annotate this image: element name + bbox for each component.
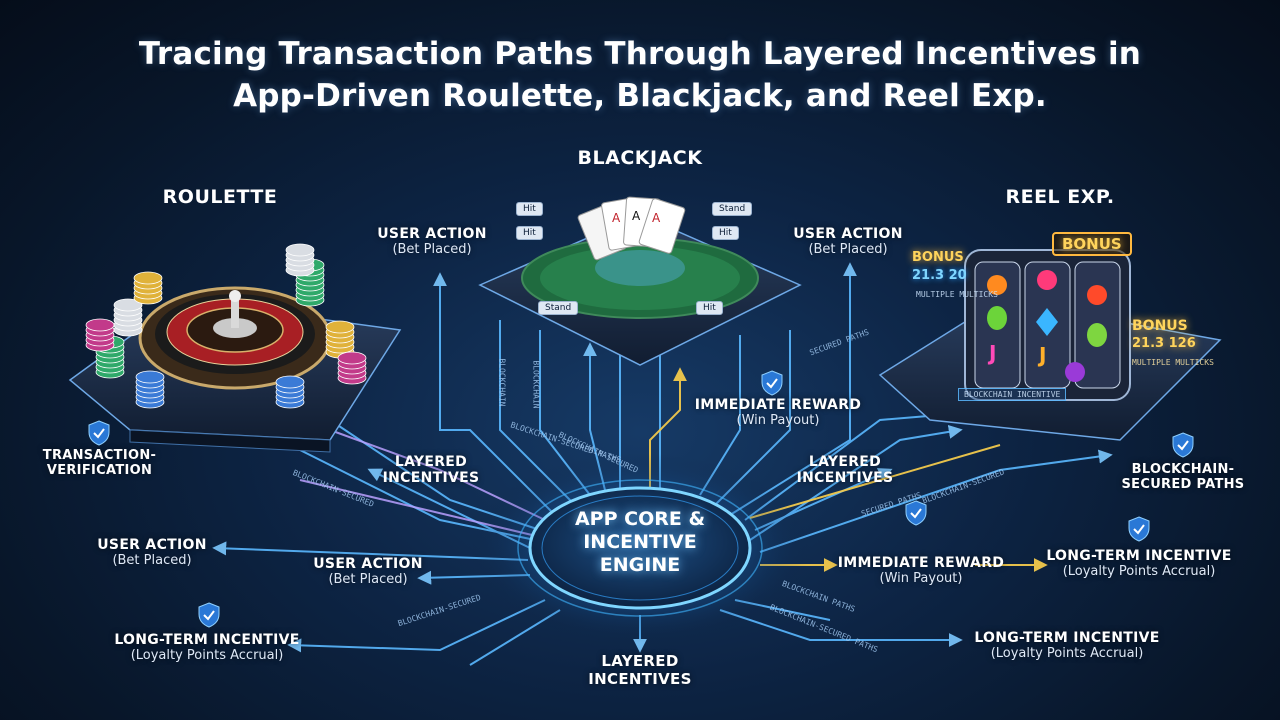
shield-check-icon <box>905 500 927 526</box>
roulette-chip-stacks <box>85 243 367 409</box>
shield-check-icon <box>1172 432 1194 458</box>
casino-chip <box>275 375 305 389</box>
reel-platform-label: BLOCKCHAIN INCENTIVE <box>958 388 1067 401</box>
shield-check-icon <box>1128 516 1150 542</box>
label-immediate-reward-right: IMMEDIATE REWARD (Win Payout) <box>837 555 1005 586</box>
core-line-1: APP CORE & <box>574 508 706 530</box>
path-caption-2: BLOCKCHAIN <box>497 358 507 407</box>
bonus-left-caption: MULTIPLE MULTICKS <box>916 290 998 299</box>
casino-chip <box>133 271 163 285</box>
shield-check-icon <box>198 602 220 628</box>
hit-button-2[interactable]: Hit <box>516 226 543 240</box>
core-ring-outer <box>517 479 763 617</box>
label-user-action-top-right: USER ACTION (Bet Placed) <box>793 226 903 257</box>
bonus-badge-left: BONUS <box>912 250 964 265</box>
casino-chip <box>325 320 355 334</box>
roulette-wheel <box>138 286 332 390</box>
shield-check-icon <box>88 420 110 446</box>
label-layered-incentives-left: LAYERED INCENTIVES <box>382 454 480 486</box>
hit-button-1[interactable]: Hit <box>516 202 543 216</box>
slot-reels: J J <box>964 249 1131 401</box>
bonus-left-value: 21.3 20 <box>912 268 967 283</box>
label-long-term-right: LONG-TERM INCENTIVE (Loyalty Points Accr… <box>1046 548 1232 579</box>
path-caption-3: BLOCKCHAIN <box>531 360 541 409</box>
svg-text:J: J <box>1037 343 1046 367</box>
casino-chip <box>337 351 367 365</box>
core-line-3: ENGINE <box>599 554 681 576</box>
title-line-2: App-Driven Roulette, Blackjack, and Reel… <box>233 78 1047 114</box>
svg-text:A: A <box>632 209 641 223</box>
casino-chip <box>113 298 143 312</box>
stand-button-1[interactable]: Stand <box>712 202 753 216</box>
casino-chip <box>85 318 115 332</box>
casino-chip <box>285 243 315 257</box>
core-line-2: INCENTIVE <box>583 531 697 553</box>
label-blockchain-secured: BLOCKCHAIN- SECURED PATHS <box>1121 462 1245 492</box>
label-user-action-far-left: USER ACTION (Bet Placed) <box>97 537 207 568</box>
label-long-term-bottom-right: LONG-TERM INCENTIVE (Loyalty Points Accr… <box>974 630 1160 661</box>
bonus-right-value: 21.3 126 <box>1132 336 1196 351</box>
core-ring-inner <box>541 495 739 601</box>
label-layered-incentives-bottom: LAYERED INCENTIVES <box>588 652 692 688</box>
bonus-badge-top: BONUS <box>1052 232 1132 256</box>
section-title-roulette: ROULETTE <box>162 186 278 208</box>
blackjack-platform <box>478 214 802 366</box>
hit-button-4[interactable]: Hit <box>696 301 723 315</box>
shield-check-icon <box>761 370 783 396</box>
app-core-engine[interactable]: APP CORE & INCENTIVE ENGINE <box>540 508 740 577</box>
label-transaction-verification: TRANSACTION- VERIFICATION <box>42 448 157 478</box>
section-title-blackjack: BLACKJACK <box>577 147 703 169</box>
stand-button-2[interactable]: Stand <box>538 301 579 315</box>
label-immediate-reward-top: IMMEDIATE REWARD (Win Payout) <box>694 397 862 428</box>
bonus-badge-right: BONUS <box>1132 318 1188 334</box>
playing-cards: A A A <box>577 196 686 261</box>
title-line-1: Tracing Transaction Paths Through Layere… <box>138 36 1142 72</box>
label-user-action-mid-left: USER ACTION (Bet Placed) <box>313 556 423 587</box>
label-long-term-left: LONG-TERM INCENTIVE (Loyalty Points Accr… <box>114 632 300 663</box>
label-layered-incentives-right: LAYERED INCENTIVES <box>796 454 894 486</box>
svg-text:A: A <box>612 211 621 225</box>
label-user-action-top-left: USER ACTION (Bet Placed) <box>377 226 487 257</box>
svg-text:A: A <box>652 211 661 225</box>
hit-button-3[interactable]: Hit <box>712 226 739 240</box>
section-title-reel: REEL EXP. <box>1005 186 1115 208</box>
bonus-right-caption: MULTIPLE MULTICKS <box>1132 358 1214 367</box>
casino-chip <box>135 370 165 384</box>
svg-text:J: J <box>987 341 996 365</box>
core-disc <box>528 486 752 610</box>
